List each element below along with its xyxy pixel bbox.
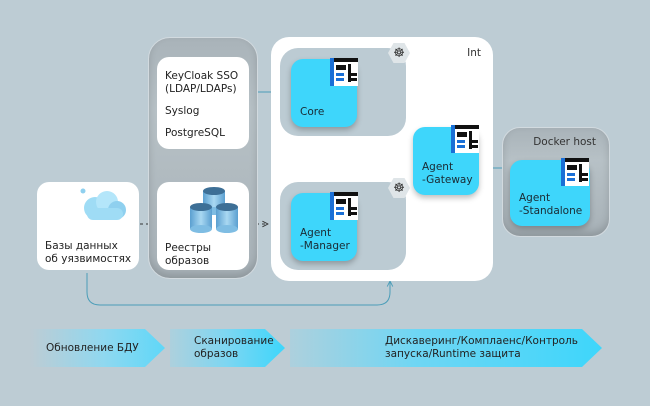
- agent-gateway-line1: Agent: [422, 161, 454, 173]
- ptcs-logo-icon: [451, 125, 479, 153]
- agent-standalone-line2: -Standalone: [519, 205, 583, 217]
- agent-manager-node[interactable]: Agent -Manager: [291, 193, 357, 261]
- registries-label-line2: образов: [165, 255, 210, 267]
- vuln-db-label-line1: Базы данных: [45, 240, 118, 252]
- vuln-db-card: Базы данных об уязвимостях: [37, 182, 139, 270]
- pipeline-step-update-db: Обновление БДУ: [30, 329, 165, 367]
- ptcs-logo-icon: [330, 58, 358, 86]
- pipeline-step-2-line1: Сканирование: [194, 335, 274, 347]
- agent-manager-line1: Agent: [300, 227, 332, 239]
- core-label: Core: [300, 106, 325, 118]
- kubernetes-icon: ☸: [388, 43, 410, 63]
- pipeline-step-3-line1: Дискаверинг/Комплаенс/Контроль: [385, 335, 578, 347]
- pipeline-step-3-line2: запуска/Runtime защита: [385, 348, 521, 360]
- arrow-vulndb-to-int: [86, 273, 390, 306]
- services-card: KeyCloak SSO (LDAP/LDAPs) Syslog Postgre…: [157, 57, 249, 149]
- agent-manager-line2: -Manager: [300, 240, 350, 252]
- pipeline-step-runtime: Дискаверинг/Комплаенс/Контроль запуска/R…: [290, 329, 602, 367]
- kubernetes-icon: ☸: [388, 178, 410, 198]
- service-ldap: (LDAP/LDAPs): [165, 83, 237, 95]
- vuln-db-label-line2: об уязвимостях: [45, 253, 132, 265]
- cloud-icon: [80, 188, 126, 220]
- service-postgresql: PostgreSQL: [165, 127, 225, 139]
- pipeline-step-1-line1: Обновление БДУ: [46, 341, 139, 354]
- ptcs-logo-icon: [561, 158, 589, 186]
- pipeline-step-2-line2: образов: [194, 348, 239, 360]
- pipeline-step-scan-images: Сканирование образов: [170, 329, 285, 367]
- registries-label-line1: Реестры: [165, 242, 212, 254]
- agent-gateway-line2: -Gateway: [422, 174, 473, 186]
- service-keycloak: KeyCloak SSO: [165, 70, 239, 82]
- ptcs-logo-icon: [330, 192, 358, 220]
- database-stack-icon: [190, 187, 238, 233]
- docker-host-label: Docker host: [533, 136, 596, 148]
- service-syslog: Syslog: [165, 105, 200, 117]
- agent-standalone-line1: Agent: [519, 192, 551, 204]
- int-label: Int: [467, 47, 481, 59]
- registries-card: Реестры образов: [157, 182, 249, 270]
